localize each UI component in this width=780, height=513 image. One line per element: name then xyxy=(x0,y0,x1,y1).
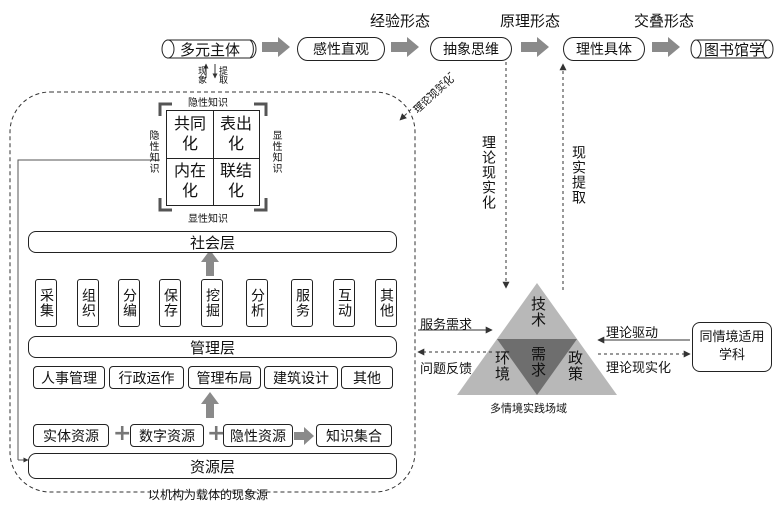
theory-realization-label: 理论现实化 xyxy=(480,135,496,210)
practice-triangle xyxy=(457,283,617,395)
management-item: 人事管理 xyxy=(33,366,105,389)
seci-top-label: 隐性知识 xyxy=(188,98,228,109)
top-flow-arrows xyxy=(262,37,680,57)
arrow-up-social xyxy=(201,250,219,276)
resource-item: 知识集合 xyxy=(316,424,392,447)
management-item: 其他 xyxy=(341,366,393,389)
stage-label-principle: 原理形态 xyxy=(500,12,561,30)
management-item: 行政运作 xyxy=(109,366,184,389)
resource-item: 实体资源 xyxy=(33,424,109,447)
arrow-right-knowledge xyxy=(294,427,314,445)
seci-right-label: 显性知识 xyxy=(270,130,281,174)
seci-combination: 联结化 xyxy=(219,161,252,200)
activity-box: 挖掘 xyxy=(201,279,223,327)
seci-left-label: 隐性知识 xyxy=(147,130,158,174)
management-item: 管理布局 xyxy=(188,366,261,389)
plus-sign-2: + xyxy=(207,421,226,446)
activity-box: 分编 xyxy=(118,279,140,327)
tri-environment: 环境 xyxy=(493,350,511,382)
management-item: 建筑设计 xyxy=(264,366,338,389)
activity-box: 采集 xyxy=(35,279,57,327)
seci-internalization: 内在化 xyxy=(173,161,206,200)
theory-drive-label: 理论驱动 xyxy=(606,326,659,341)
stage-label-experience: 经验形态 xyxy=(370,12,431,30)
theory-realization-right-label: 理论现实化 xyxy=(606,361,672,376)
peer-discipline-box: 同情境适用学科 xyxy=(692,322,772,372)
activity-box: 分析 xyxy=(246,279,268,327)
activity-box: 组织 xyxy=(77,279,99,327)
service-demand-label: 服务需求 xyxy=(420,318,473,333)
step-abstract: 抽象思维 xyxy=(430,37,512,61)
plus-sign-1: + xyxy=(113,421,132,446)
target-node: 图书馆学 xyxy=(704,41,765,59)
seci-matrix xyxy=(166,110,260,206)
resource-layer: 资源层 xyxy=(28,453,397,479)
seci-socialization: 共同化 xyxy=(173,114,206,153)
seci-externalization: 表出化 xyxy=(219,114,252,153)
institution-caption: 以机构为载体的现象源 xyxy=(148,488,269,502)
seci-bottom-label: 显性知识 xyxy=(188,214,228,225)
management-layer: 管理层 xyxy=(28,336,397,358)
resource-item: 数字资源 xyxy=(130,424,204,447)
activity-box: 服务 xyxy=(291,279,313,327)
tri-technology: 技术 xyxy=(529,296,547,328)
arrow-up-mgmt xyxy=(201,392,219,418)
reality-extraction-label: 现实提取 xyxy=(570,145,586,205)
step-concrete: 理性具体 xyxy=(563,37,645,61)
stage-label-overlap: 交叠形态 xyxy=(634,12,695,30)
feedback-label: 问题反馈 xyxy=(420,362,473,377)
activity-box: 互动 xyxy=(333,279,355,327)
source-node: 多元主体 xyxy=(180,41,241,59)
resource-item: 隐性资源 xyxy=(223,424,293,447)
label-extract: 提取 xyxy=(217,66,227,84)
label-phenomenon: 现象 xyxy=(196,66,206,84)
activity-box: 保存 xyxy=(159,279,181,327)
step-perceptual: 感性直观 xyxy=(297,37,385,61)
tri-policy: 政策 xyxy=(566,350,584,382)
tri-demand: 需求 xyxy=(529,346,547,378)
activity-box: 其他 xyxy=(375,279,397,327)
institution-frame xyxy=(9,91,416,493)
tri-caption: 多情境实践场域 xyxy=(490,402,567,415)
social-layer: 社会层 xyxy=(28,231,397,253)
